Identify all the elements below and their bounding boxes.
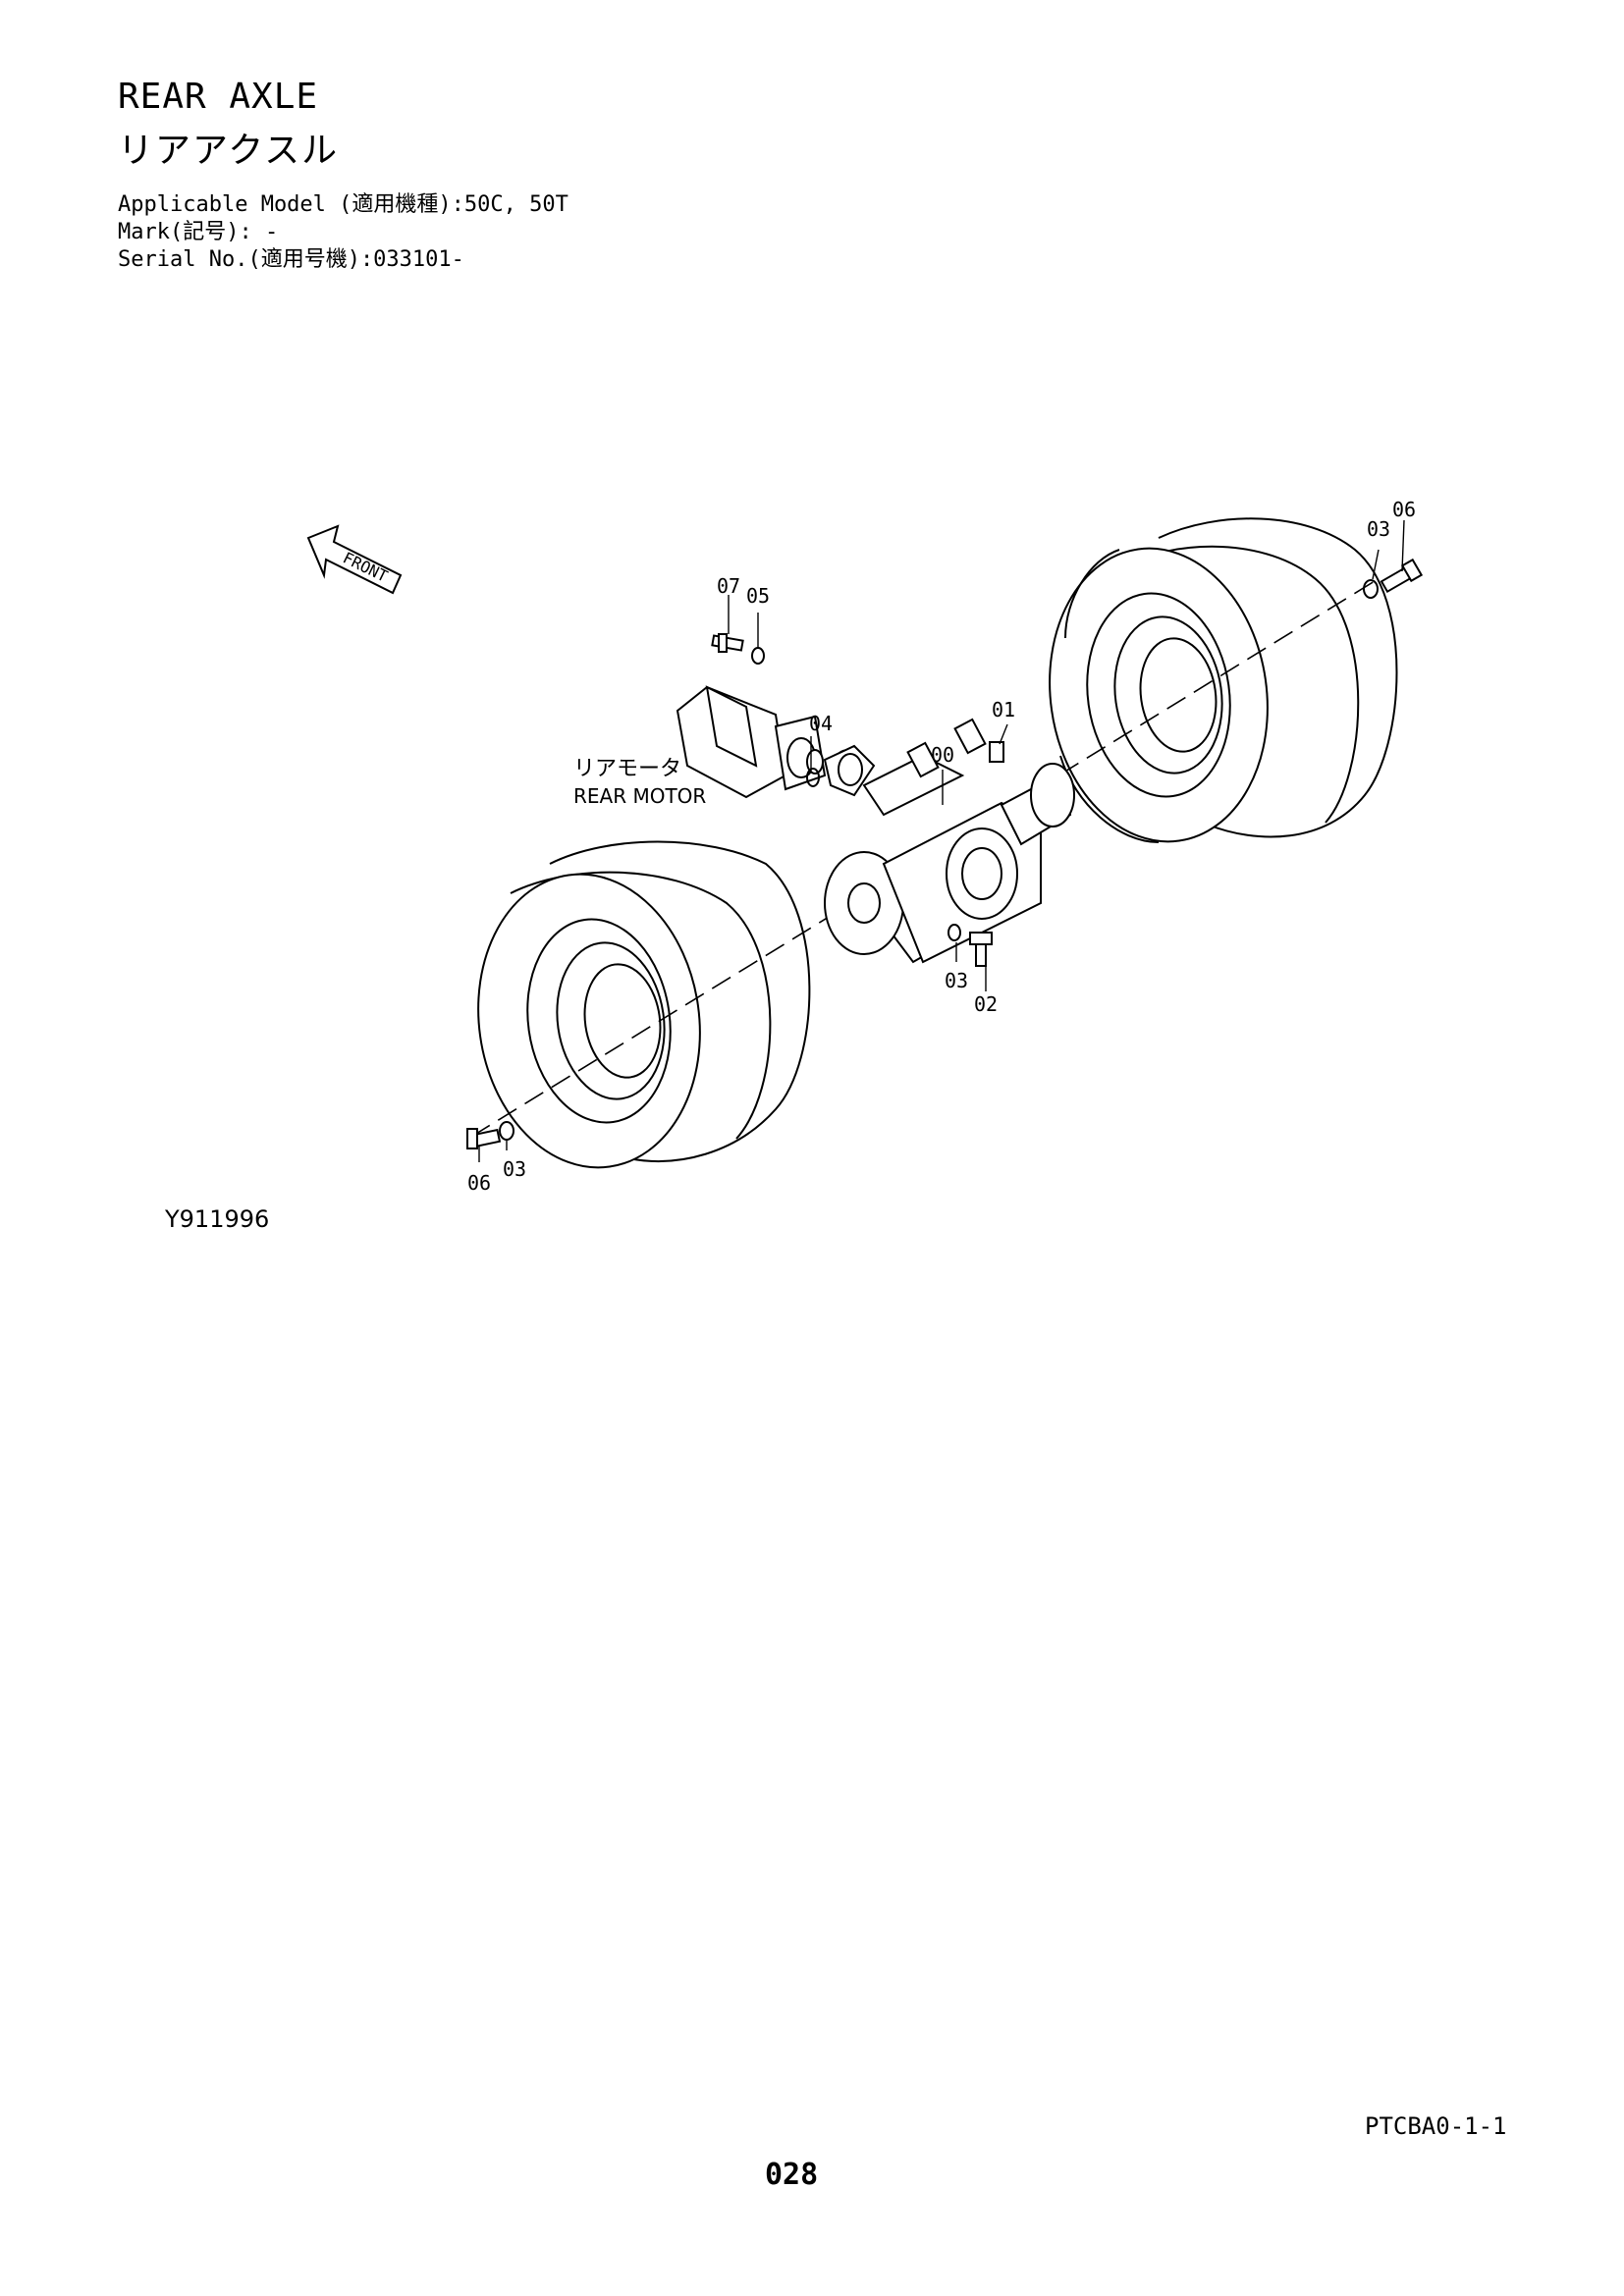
page-title-japanese: リアアクスル <box>118 131 340 171</box>
callout-04: 04 <box>809 712 833 735</box>
page-title: REAR AXLE <box>118 77 319 117</box>
axle-centerline <box>470 580 1376 1138</box>
callout-05: 05 <box>746 584 770 608</box>
mark: Mark(記号): - <box>118 220 279 244</box>
bolt-02 <box>969 932 993 967</box>
callout-06-left: 06 <box>467 1171 491 1195</box>
rear-motor <box>676 685 827 799</box>
washer-03-left <box>499 1121 514 1141</box>
washer-03-right <box>1363 579 1379 599</box>
gasket-flange <box>823 744 876 797</box>
bolt-06-left <box>466 1128 502 1149</box>
applicable-model: Applicable Model (適用機種):50C, 50T <box>118 192 568 217</box>
callout-02: 02 <box>974 992 998 1016</box>
front-direction-arrow: FRONT <box>306 524 403 595</box>
left-wheel <box>477 840 811 1169</box>
o-ring <box>806 768 820 787</box>
figure-id: Y911996 <box>165 1205 270 1233</box>
page-code: PTCBA0-1-1 <box>1365 2112 1507 2140</box>
callout-00: 00 <box>931 743 954 767</box>
callout-01: 01 <box>992 698 1015 721</box>
motor-label-japanese: リアモータ <box>573 757 681 781</box>
callout-03-right: 03 <box>1367 517 1390 541</box>
serial-number: Serial No.(適用号機):033101- <box>118 247 464 272</box>
callout-leaders <box>478 519 1405 1162</box>
callout-06-right: 06 <box>1392 498 1416 521</box>
washer-03-center <box>947 924 961 941</box>
callout-07: 07 <box>717 574 740 598</box>
motor-label-english: REAR MOTOR <box>573 784 706 808</box>
callout-03-center: 03 <box>945 969 968 992</box>
axle-housing <box>824 718 1075 964</box>
bolt-07 <box>711 633 744 653</box>
page-number: 028 <box>765 2158 819 2192</box>
bolt-01 <box>989 741 1004 763</box>
bolt-06-right <box>1380 558 1424 594</box>
washer-05 <box>751 647 765 665</box>
right-wheel <box>1049 517 1398 843</box>
callout-03-left: 03 <box>503 1157 526 1181</box>
